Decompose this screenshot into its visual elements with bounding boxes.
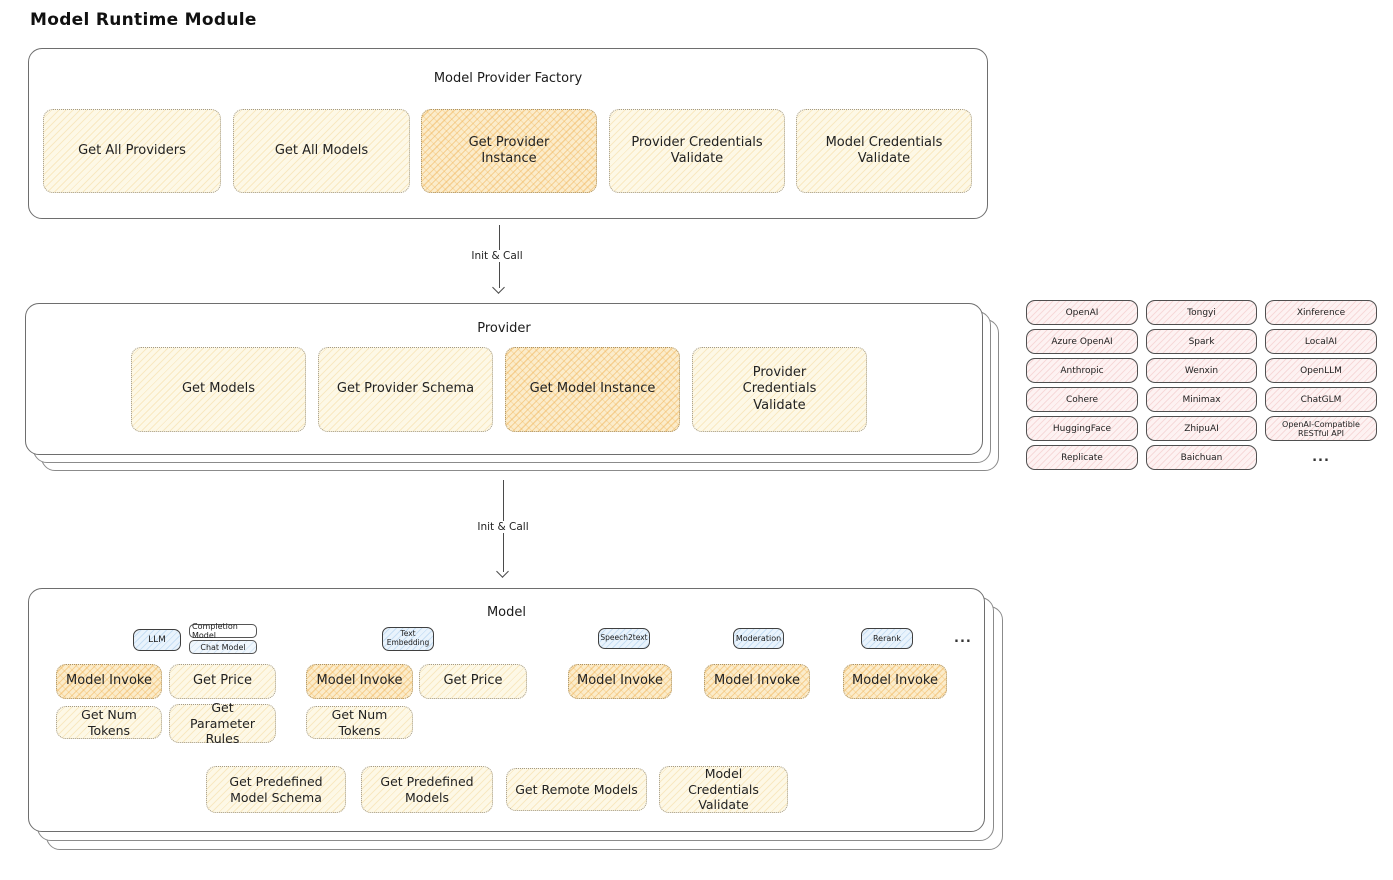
tag-moderation: Moderation <box>733 628 784 649</box>
tag-completion-model: Completion Model <box>189 622 257 640</box>
vendor-wenxin: Wenxin <box>1146 358 1257 383</box>
vendor-minimax: Minimax <box>1146 387 1257 412</box>
provider-panel-title: Provider <box>477 321 531 336</box>
provider-box-get-model-instance: Get Model Instance <box>505 347 680 432</box>
provider-box-provider-credentials-validate: Provider Credentials Validate <box>692 347 867 432</box>
model-types-more-ellipsis: ... <box>954 631 972 646</box>
provider-vendors-grid: OpenAI Tongyi Xinference Azure OpenAI Sp… <box>1026 300 1377 470</box>
llm-get-price: Get Price <box>169 664 276 699</box>
llm-get-parameter-rules: Get Parameter Rules <box>169 700 276 746</box>
vendor-openai: OpenAI <box>1026 300 1138 325</box>
speech2text-model-invoke: Model Invoke <box>568 664 672 699</box>
provider-panel: Provider Get Models Get Provider Schema … <box>25 303 983 455</box>
vendor-baichuan: Baichuan <box>1146 445 1257 470</box>
model-box-get-predefined-models: Get Predefined Models <box>361 766 493 813</box>
llm-get-num-tokens: Get Num Tokens <box>56 706 162 739</box>
vendors-more-ellipsis: ... <box>1312 450 1330 465</box>
model-box-get-remote-models: Get Remote Models <box>506 768 647 811</box>
vendor-anthropic: Anthropic <box>1026 358 1138 383</box>
factory-box-get-all-providers: Get All Providers <box>43 109 221 193</box>
init-call-arrow-2-label: Init & Call <box>453 521 553 533</box>
factory-box-model-credentials-validate: Model Credentials Validate <box>796 109 972 193</box>
text-embedding-get-num-tokens: Get Num Tokens <box>306 706 413 739</box>
vendor-openai-compatible-restful-api: OpenAI-Compatible RESTful API <box>1265 416 1377 441</box>
model-panel-title: Model <box>486 605 527 620</box>
vendor-zhipuai: ZhipuAI <box>1146 416 1257 441</box>
vendor-localai: LocalAI <box>1265 329 1377 354</box>
rerank-model-invoke: Model Invoke <box>843 664 947 699</box>
page-title: Model Runtime Module <box>30 10 257 30</box>
vendor-cohere: Cohere <box>1026 387 1138 412</box>
provider-box-get-provider-schema: Get Provider Schema <box>318 347 493 432</box>
vendor-azure-openai: Azure OpenAI <box>1026 329 1138 354</box>
factory-panel-title: Model Provider Factory <box>433 71 583 86</box>
llm-model-invoke: Model Invoke <box>56 664 162 699</box>
text-embedding-get-price: Get Price <box>419 664 527 699</box>
provider-box-get-models: Get Models <box>131 347 306 432</box>
factory-box-get-provider-instance: Get Provider Instance <box>421 109 597 193</box>
vendor-huggingface: HuggingFace <box>1026 416 1138 441</box>
vendor-xinference: Xinference <box>1265 300 1377 325</box>
factory-box-get-all-models: Get All Models <box>233 109 410 193</box>
model-panel: Model LLM Completion Model Chat Model Te… <box>28 588 985 832</box>
text-embedding-model-invoke: Model Invoke <box>306 664 413 699</box>
tag-text-embedding: Text Embedding <box>382 627 434 651</box>
init-call-arrow-1-label: Init & Call <box>447 250 547 262</box>
model-box-get-predefined-model-schema: Get Predefined Model Schema <box>206 766 346 813</box>
init-call-arrow-1-arrowhead-icon <box>492 281 505 294</box>
tag-rerank: Rerank <box>861 628 913 649</box>
vendor-spark: Spark <box>1146 329 1257 354</box>
moderation-model-invoke: Model Invoke <box>704 664 810 699</box>
vendor-replicate: Replicate <box>1026 445 1138 470</box>
factory-panel: Model Provider Factory Get All Providers… <box>28 48 988 219</box>
model-box-model-credentials-validate: Model Credentials Validate <box>659 766 788 813</box>
tag-chat-model: Chat Model <box>189 640 257 654</box>
vendor-chatglm: ChatGLM <box>1265 387 1377 412</box>
factory-box-provider-credentials-validate: Provider Credentials Validate <box>609 109 785 193</box>
vendor-tongyi: Tongyi <box>1146 300 1257 325</box>
tag-llm: LLM <box>133 629 181 651</box>
tag-speech2text: Speech2text <box>598 628 650 649</box>
vendor-openllm: OpenLLM <box>1265 358 1377 383</box>
init-call-arrow-2-arrowhead-icon <box>496 565 509 578</box>
